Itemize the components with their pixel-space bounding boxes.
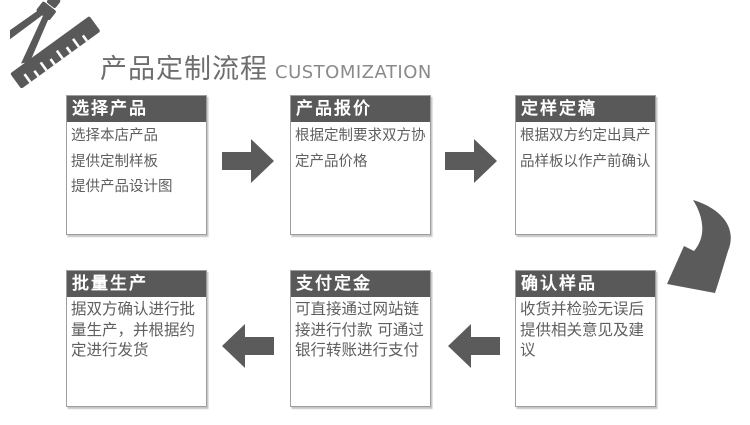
step-title: 定样定稿: [516, 96, 655, 122]
step-box-mass-production: 批量生产 据双方确认进行批量生产，并根据约定进行发货: [66, 270, 207, 407]
step-box-choose-product: 选择产品 选择本店产品提供定制样板提供产品设计图: [66, 95, 207, 235]
step-body: 选择本店产品提供定制样板提供产品设计图: [67, 122, 206, 201]
arrow-head: [251, 139, 274, 183]
arrow-shaft: [222, 152, 252, 170]
step-box-finalize-sample: 定样定稿 根据双方约定出具产品样板以作产前确认: [515, 95, 656, 235]
title-text: 产品定制流程: [100, 54, 268, 85]
body-line: 量生产，并根据约: [71, 320, 196, 339]
step-body: 根据定制要求双方协定产品价格: [291, 122, 430, 175]
arrow-shaft: [445, 152, 475, 170]
body-line: 提供产品设计图: [71, 179, 173, 195]
body-line: 银行转账进行支付: [295, 341, 420, 359]
arrow-curve-down-left-icon: [657, 193, 749, 303]
arrow-left-icon: [448, 324, 500, 368]
drafting-tools-icon: [0, 0, 100, 92]
step-title: 批量生产: [67, 271, 206, 297]
body-line: 根据定制要求双方协: [295, 128, 426, 144]
body-line: 提供定制样板: [71, 153, 158, 170]
body-line: 根据双方约定出具产: [520, 128, 651, 144]
arrow-right-icon: [445, 139, 497, 183]
step-title: 产品报价: [291, 96, 430, 122]
step-body: 收货并检验无误后提供相关意见及建议: [516, 297, 655, 361]
arrow-head: [474, 139, 497, 183]
body-line: 据双方确认进行批: [71, 300, 196, 318]
step-title: 选择产品: [67, 96, 206, 122]
arrow-head: [222, 324, 245, 368]
step-title: 支付定金: [291, 271, 430, 297]
body-line: 收货并检验无误后: [520, 300, 645, 318]
step-box-product-quote: 产品报价 根据定制要求双方协定产品价格: [290, 95, 431, 235]
subtitle-text: CUSTOMIZATION: [275, 62, 432, 83]
body-line: 定进行发货: [71, 341, 149, 359]
arrow-left-icon: [222, 324, 274, 368]
step-body: 根据双方约定出具产品样板以作产前确认: [516, 122, 655, 175]
body-line: 定产品价格: [295, 153, 368, 170]
step-box-confirm-sample: 确认样品 收货并检验无误后提供相关意见及建议: [515, 270, 656, 407]
body-line: 可直接通过网站链: [295, 300, 420, 318]
arrow-head: [448, 324, 471, 368]
body-line: 议: [520, 341, 536, 359]
step-body: 据双方确认进行批量生产，并根据约定进行发货: [67, 297, 206, 361]
step-body: 可直接通过网站链接进行付款 可通过银行转账进行支付: [291, 297, 430, 361]
step-title: 确认样品: [516, 271, 655, 297]
arrow-shaft: [470, 337, 500, 355]
body-line: 提供相关意见及建: [520, 320, 645, 339]
step-box-pay-deposit: 支付定金 可直接通过网站链接进行付款 可通过银行转账进行支付: [290, 270, 431, 407]
arrow-right-icon: [222, 139, 274, 183]
body-line: 品样板以作产前确认: [520, 153, 651, 170]
page-title: 产品定制流程 CUSTOMIZATION: [100, 47, 432, 86]
body-line: 选择本店产品: [71, 128, 158, 144]
body-line: 接进行付款 可通过: [295, 320, 424, 339]
arrow-shaft: [244, 337, 274, 355]
